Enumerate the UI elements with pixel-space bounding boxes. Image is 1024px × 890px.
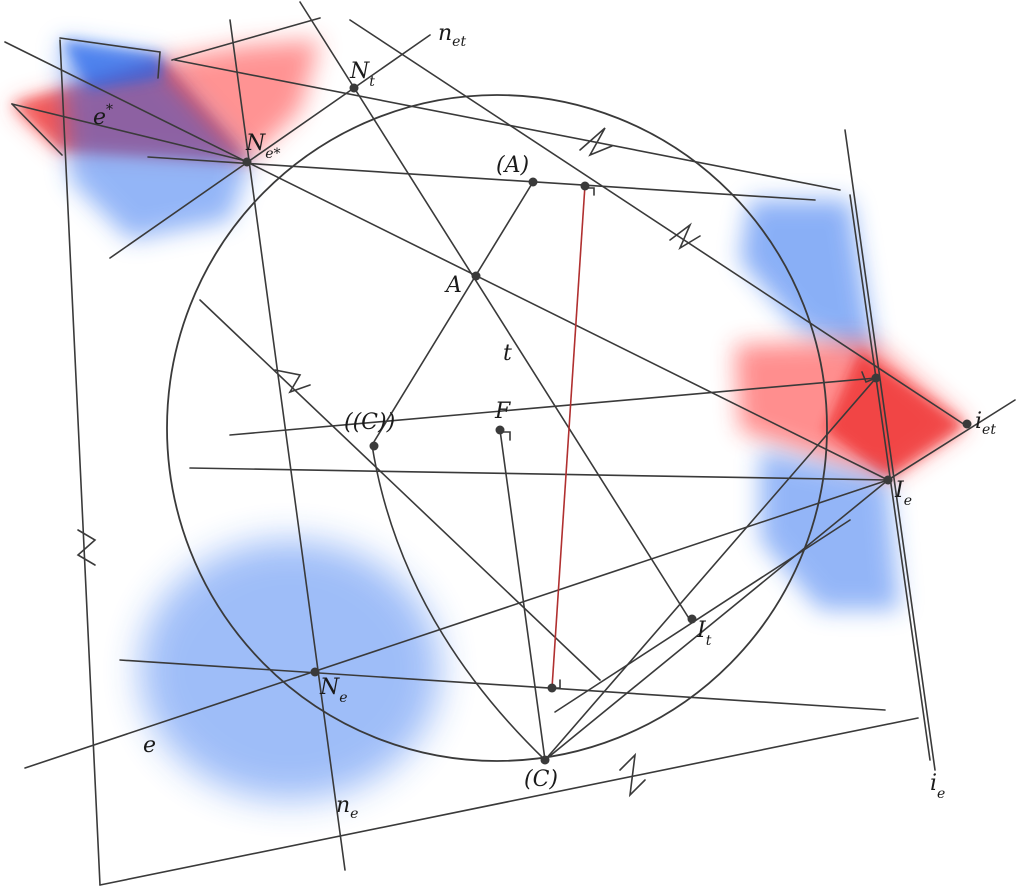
break-marks [76,127,701,798]
points [242,83,972,765]
point-red-top [580,181,590,191]
label-t: t [503,341,512,366]
line-CC-diagonal [199,299,601,681]
label-N-estar: Ne* [245,131,281,162]
break-mark-top [579,127,613,157]
line-A-to-A-paren [371,181,534,446]
arc-CC-to-C [371,444,546,761]
frame-right-edge [844,129,936,771]
shading-regions [10,40,968,800]
line-n-et [109,34,431,259]
break-mark-upper-right [669,222,701,250]
label-N-t: Nt [349,59,375,90]
point-A [471,271,481,281]
wedge-top-edge [59,37,161,53]
frame-top-edge [171,17,321,61]
blue-shade-right-upper [740,200,875,355]
point-I-t [687,614,697,624]
break-mark-left-frame [76,529,97,566]
label-N-e: Ne [319,675,348,706]
line-F-down [499,429,546,761]
label-i-e: ie [930,771,945,802]
line-Ie-to-C [544,479,889,761]
break-mark-bottom [619,752,646,798]
point-C-paren [540,755,550,765]
red-perpendicular [551,184,586,689]
point-red-bottom [547,683,557,693]
labels: net Nt e* Ne* (A) A t F ((C)) iet Ie It … [93,21,996,822]
break-mark-left [274,369,311,394]
line-n-e-horizontal [119,659,886,711]
line-corner-to-C [544,377,877,761]
line-wedge-side [11,103,63,156]
point-N-t [349,83,359,93]
label-I-e: Ie [894,478,912,509]
label-F: F [494,399,511,424]
wedge-notch [157,51,161,79]
blue-shade-top-left-core [62,40,162,90]
frame-left-edge [59,39,101,886]
line-n-t-right [174,59,841,191]
point-N-estar [242,157,252,167]
point-right-corner [871,373,881,383]
point-N-e [310,667,320,677]
main-circle [166,94,828,762]
line-It-lower [554,519,851,713]
frame-bottom-edge [99,717,919,886]
point-F [495,425,505,435]
point-i-et [962,419,972,429]
line-CC-F [229,377,877,436]
label-I-t: It [696,618,712,649]
line-t [299,1,691,621]
line-n-estar-horizontal [147,156,816,201]
line-e-star [4,41,889,481]
label-A-paren: (A) [496,153,529,178]
red-shade-right-core [825,350,965,478]
label-e-star: e* [93,102,113,130]
label-A: A [444,273,462,298]
line-right-inner [849,194,877,379]
label-CC: ((C)) [344,410,395,435]
point-CC [369,441,379,451]
construction-lines [4,1,1016,886]
point-A-paren [528,177,538,187]
line-wedge-bottom [11,103,251,163]
label-n-e: ne [336,793,358,822]
label-C-paren: (C) [524,767,558,792]
line-CC-to-Ie [189,467,889,481]
line-top-to-right [349,19,966,426]
point-I-e [883,475,893,485]
line-i-e [875,377,931,761]
line-i-et [887,399,1016,481]
label-e: e [143,733,156,758]
blue-shade-top-left [60,40,250,240]
label-n-et: net [438,21,466,50]
blue-shade-bottom-left [140,540,440,800]
label-i-et: iet [975,409,996,438]
line-e [24,479,889,769]
